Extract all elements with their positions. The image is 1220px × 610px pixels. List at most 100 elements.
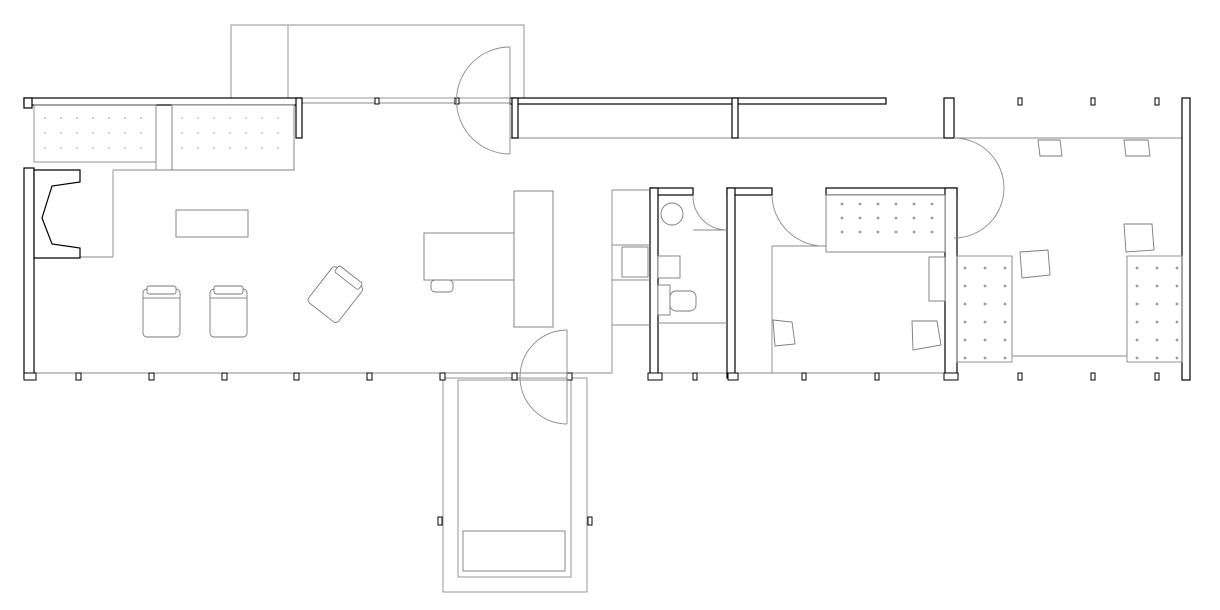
coffee-table <box>175 209 249 238</box>
planting-dot <box>1175 338 1179 342</box>
studio-basin-a <box>1037 139 1063 157</box>
planting-dot <box>76 147 78 149</box>
planting-dot <box>245 132 247 134</box>
planting-dot <box>963 320 967 324</box>
planting-dot <box>858 216 862 220</box>
planting-dot <box>1135 320 1139 324</box>
planting-dot <box>197 117 199 119</box>
planting-dot <box>140 132 142 134</box>
doors <box>456 46 1005 425</box>
planting-dot <box>912 202 916 206</box>
planting-dot <box>1003 284 1007 288</box>
planting-dot <box>1155 356 1159 360</box>
armchair-rotated <box>307 265 363 323</box>
studio-chair-a <box>1019 249 1051 279</box>
planting-dot <box>140 117 142 119</box>
planting-dot <box>930 230 934 234</box>
living-furniture <box>142 190 554 338</box>
planting-dot <box>1155 284 1159 288</box>
planting-dot <box>76 117 78 119</box>
planting-dot <box>229 132 231 134</box>
planting-dot <box>277 117 279 119</box>
planting-dot <box>983 284 987 288</box>
planting-dot <box>1135 302 1139 306</box>
planting-dot <box>840 230 844 234</box>
bed-north <box>171 104 295 171</box>
planting-dot <box>1135 338 1139 342</box>
planting-dot <box>124 117 126 119</box>
bedroom-chair-a <box>772 319 796 347</box>
sink <box>660 202 684 226</box>
bookshelf <box>513 190 554 328</box>
planting-dot <box>1155 320 1159 324</box>
planting-dot <box>1155 266 1159 270</box>
planting-dot <box>894 216 898 220</box>
toilet <box>669 290 697 312</box>
studio-chair-b <box>1123 223 1155 253</box>
planting-dot <box>229 147 231 149</box>
planting-dot <box>876 230 880 234</box>
planting-dot <box>983 320 987 324</box>
planting-dot <box>1003 302 1007 306</box>
planting-dot <box>213 117 215 119</box>
planting-dot <box>229 117 231 119</box>
planting-dot <box>858 202 862 206</box>
planting-dot <box>894 202 898 206</box>
planting-dot <box>912 216 916 220</box>
planting-dot <box>840 202 844 206</box>
planting-dot <box>912 230 916 234</box>
upper-annex <box>230 24 525 99</box>
bedroom-door <box>771 194 827 247</box>
planting-dot <box>213 147 215 149</box>
planting-dot <box>876 216 880 220</box>
planting-dot <box>840 216 844 220</box>
planting-dot <box>930 202 934 206</box>
planter-east-b <box>1126 255 1183 363</box>
planting-dot <box>1003 320 1007 324</box>
planting-dot <box>60 132 62 134</box>
bed-bedroom <box>825 194 946 253</box>
planting-dot <box>876 202 880 206</box>
planting-dot <box>963 356 967 360</box>
desk <box>423 232 515 281</box>
planting-dot <box>44 147 46 149</box>
planting-dot <box>1175 320 1179 324</box>
planting-dot <box>277 132 279 134</box>
planting-dot <box>1155 302 1159 306</box>
planting-dot <box>1175 266 1179 270</box>
planting-dot <box>930 216 934 220</box>
planting-dot <box>1135 356 1139 360</box>
bath-door <box>692 194 728 231</box>
planting-dot <box>245 147 247 149</box>
studio-basin-b <box>1123 139 1151 157</box>
planting-dot <box>1135 284 1139 288</box>
entry-door <box>456 46 511 155</box>
planting-dot <box>181 117 183 119</box>
bath-fixtures <box>621 202 697 316</box>
planting-dot <box>181 147 183 149</box>
desk-chair <box>430 279 454 293</box>
planting-dot <box>181 132 183 134</box>
planting-dot <box>1003 338 1007 342</box>
tank <box>657 284 671 316</box>
planting-dot <box>277 147 279 149</box>
planting-dot <box>60 117 62 119</box>
planting-dot <box>108 132 110 134</box>
bedroom-chair-b <box>911 320 942 351</box>
planting-dot <box>92 132 94 134</box>
planting-dot <box>92 147 94 149</box>
planting-dot <box>44 117 46 119</box>
armchair-left <box>142 285 181 338</box>
counter <box>657 255 681 279</box>
planting-dot <box>261 132 263 134</box>
studio-door <box>953 137 1005 239</box>
planting-dot <box>124 132 126 134</box>
planting-dot <box>60 147 62 149</box>
planting-dot <box>1175 302 1179 306</box>
planting-dot <box>894 230 898 234</box>
planting-dot <box>108 147 110 149</box>
planting-dot <box>92 117 94 119</box>
planting-dot <box>858 230 862 234</box>
facade-posts <box>23 97 1160 526</box>
planter-east-a <box>956 255 1013 363</box>
